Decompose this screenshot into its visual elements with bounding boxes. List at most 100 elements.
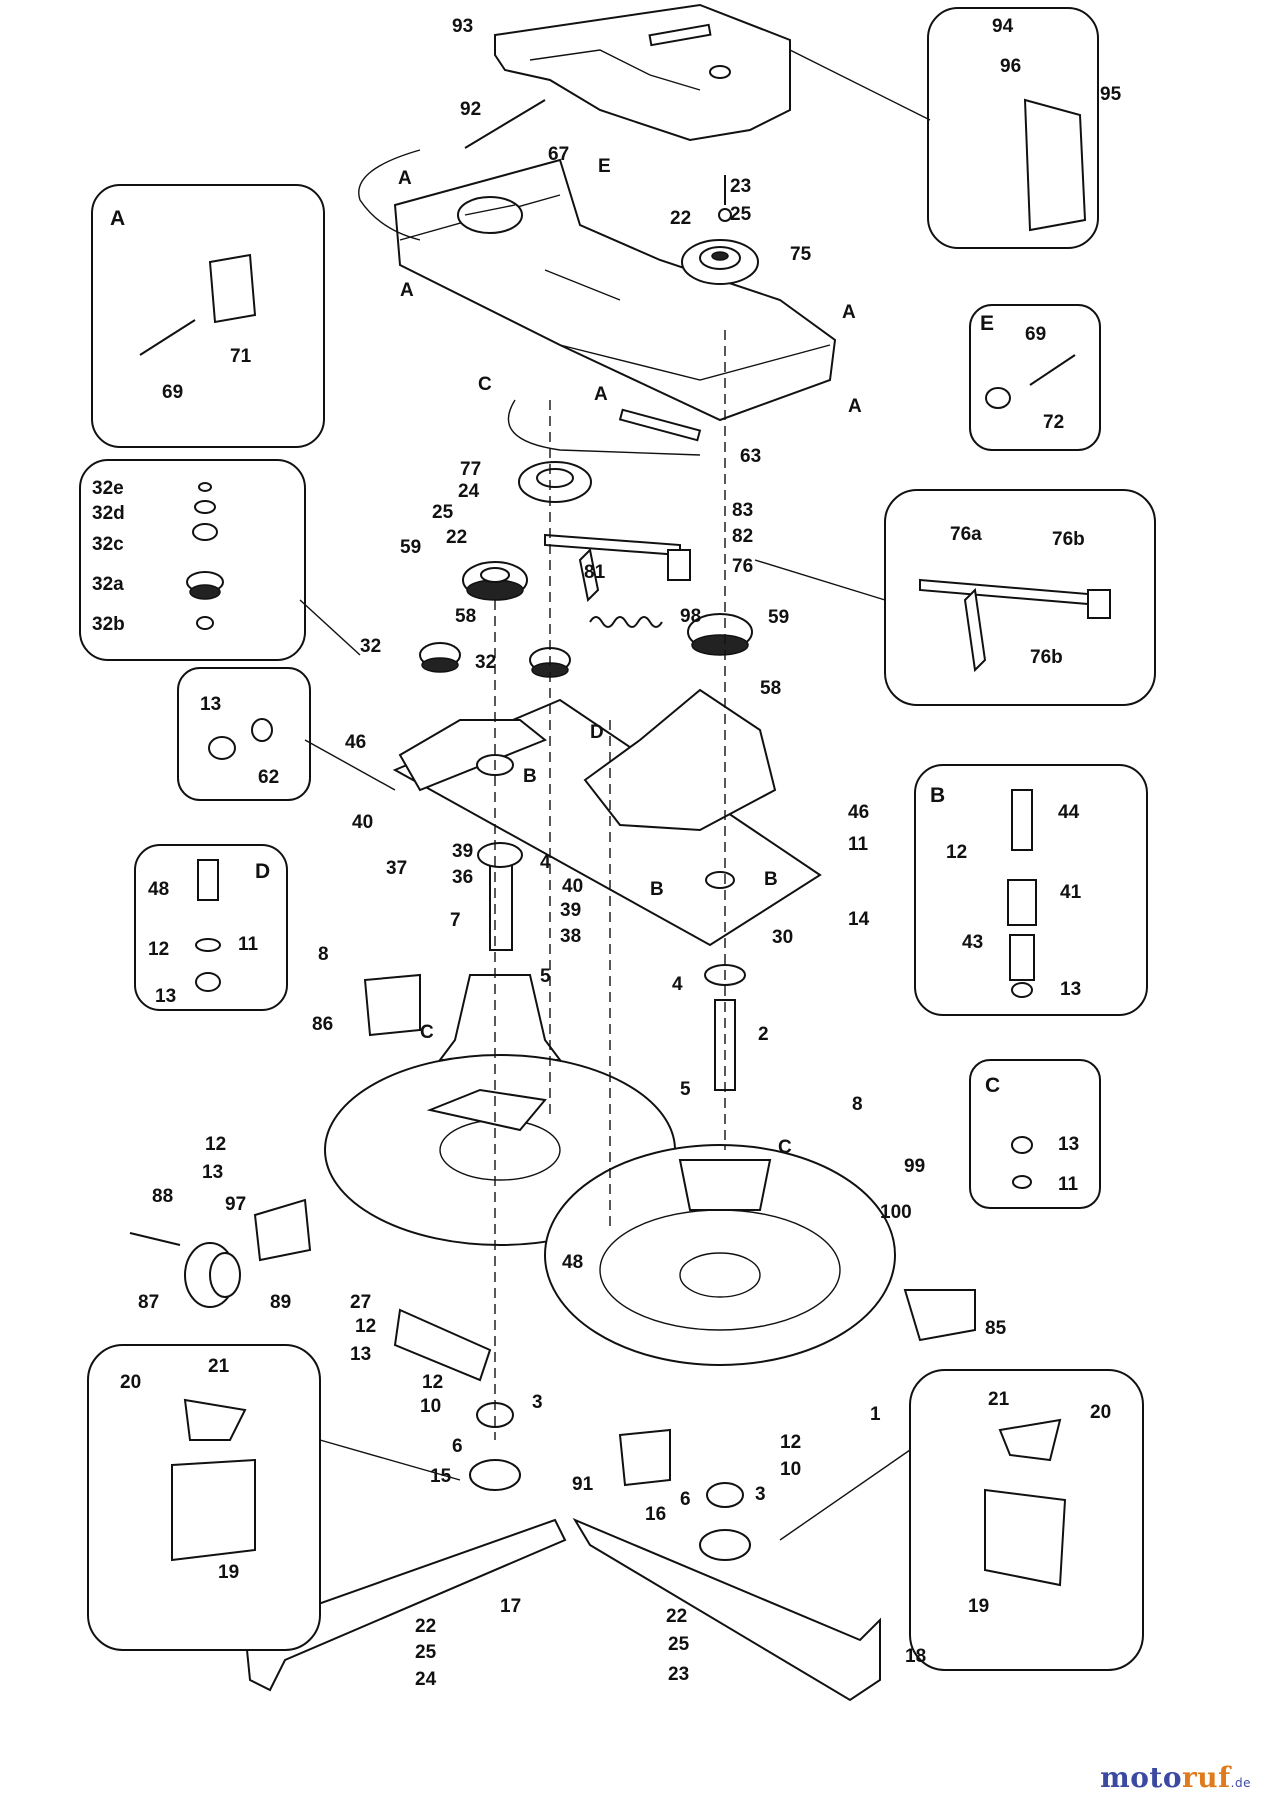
detail-nut-label-0: 13 [200, 694, 221, 715]
detail-box-C [969, 1059, 1101, 1209]
callout-82: 82 [732, 526, 753, 547]
detail-letter-D: D [255, 860, 270, 883]
callout-12a: 12 [205, 1134, 226, 1155]
detail-B-label-2: 41 [1060, 882, 1082, 903]
callout-C1: C [478, 374, 492, 395]
callout-6b: 6 [680, 1489, 691, 1510]
callout-23b: 23 [668, 1664, 689, 1685]
callout-37: 37 [386, 858, 407, 879]
callout-C3: C [778, 1137, 792, 1158]
callout-3a: 3 [532, 1392, 543, 1413]
detail-box-D [134, 844, 288, 1011]
belt-cover-93 [494, 3, 791, 142]
detail-kit32-label-2: 32c [92, 534, 124, 555]
callout-40b: 40 [562, 876, 583, 897]
detail-B-label-0: 44 [1058, 802, 1080, 823]
callout-25c: 25 [415, 1642, 437, 1663]
callout-27: 27 [350, 1292, 371, 1313]
callout-18: 18 [905, 1646, 926, 1667]
detail-B-label-1: 12 [946, 842, 967, 863]
callout-59b: 59 [768, 607, 789, 628]
callout-10a: 10 [420, 1396, 441, 1417]
detail-arm76-label-2: 76b [1030, 647, 1063, 668]
callout-58b: 58 [760, 678, 781, 699]
callout-32b: 32 [475, 652, 496, 673]
detail-kit32-label-3: 32a [92, 574, 124, 595]
detail-letter-C: C [985, 1074, 1000, 1097]
detail-letter-B: B [930, 784, 945, 807]
watermark-part2: ruf [1182, 1761, 1231, 1794]
detail-kit32-label-4: 32b [92, 614, 125, 635]
detail-C-label-0: 13 [1058, 1134, 1079, 1155]
callout-11a: 11 [848, 834, 869, 855]
callout-48a: 48 [562, 1252, 583, 1273]
detail-B-label-4: 13 [1060, 979, 1081, 1000]
callout-85: 85 [985, 1318, 1007, 1339]
detail-blade_left-label-2: 19 [218, 1562, 239, 1583]
detail-nut-label-1: 62 [258, 767, 279, 788]
callout-22a: 22 [670, 208, 691, 229]
callout-1: 1 [870, 1404, 881, 1425]
detail-arm76-label-1: 76b [1052, 529, 1085, 550]
callout-22c: 22 [415, 1616, 436, 1637]
callout-86: 86 [312, 1014, 333, 1035]
callout-46b: 46 [848, 802, 869, 823]
callout-7: 7 [450, 910, 461, 931]
detail-letter-A: A [110, 207, 125, 230]
callout-B3: B [764, 869, 778, 890]
detail-A-label-1: 71 [230, 346, 252, 367]
pulley-75 [681, 239, 759, 285]
callout-95: 95 [1100, 84, 1122, 105]
detail-E-label-0: 69 [1025, 324, 1046, 345]
detail-box-nut [177, 667, 311, 801]
callout-12d: 12 [780, 1432, 801, 1453]
detail-blade_right-label-0: 21 [988, 1389, 1010, 1410]
pulley-59-left [462, 561, 528, 601]
callout-B1: B [523, 766, 537, 787]
callout-39b: 39 [560, 900, 581, 921]
callout-75: 75 [790, 244, 812, 265]
pulley-59-right [687, 613, 753, 656]
callout-13b: 13 [350, 1344, 371, 1365]
watermark-part1: moto [1100, 1761, 1183, 1794]
callout-25d: 25 [668, 1634, 690, 1655]
callout-25b: 25 [432, 502, 454, 523]
callout-38: 38 [560, 926, 581, 947]
mower-deck-1 [324, 1054, 896, 1366]
detail-box-E [969, 304, 1101, 451]
callout-77: 77 [460, 459, 481, 480]
callout-92: 92 [460, 99, 481, 120]
detail-D-label-3: 13 [155, 986, 176, 1007]
detail-blade_right-label-1: 20 [1090, 1402, 1111, 1423]
callout-39a: 39 [452, 841, 473, 862]
detail-blade_right-label-2: 19 [968, 1596, 989, 1617]
callout-8b: 8 [852, 1094, 863, 1115]
callout-94: 94 [992, 16, 1014, 37]
callout-24b: 24 [415, 1669, 437, 1690]
callout-46a: 46 [345, 732, 366, 753]
callout-63: 63 [740, 446, 761, 467]
detail-E-label-1: 72 [1043, 412, 1064, 433]
callout-A1: A [398, 168, 412, 189]
callout-89: 89 [270, 1292, 291, 1313]
callout-58a: 58 [455, 606, 476, 627]
detail-arm76-label-0: 76a [950, 524, 982, 545]
callout-40a: 40 [352, 812, 373, 833]
callout-2: 2 [758, 1024, 769, 1045]
detail-D-label-1: 11 [238, 934, 259, 955]
callout-5a: 5 [540, 966, 551, 987]
callout-6a: 6 [452, 1436, 463, 1457]
callout-67: 67 [548, 144, 569, 165]
callout-99: 99 [904, 1156, 925, 1177]
callout-12c: 12 [422, 1372, 443, 1393]
callout-C2: C [420, 1022, 434, 1043]
callout-36: 36 [452, 867, 473, 888]
callout-87: 87 [138, 1292, 159, 1313]
callout-E1: E [598, 156, 611, 177]
callout-D1: D [590, 722, 604, 743]
detail-blade_left-label-1: 21 [208, 1356, 230, 1377]
callout-12b: 12 [355, 1316, 376, 1337]
detail-box-A [91, 184, 325, 448]
detail-kit32-label-1: 32d [92, 503, 125, 524]
